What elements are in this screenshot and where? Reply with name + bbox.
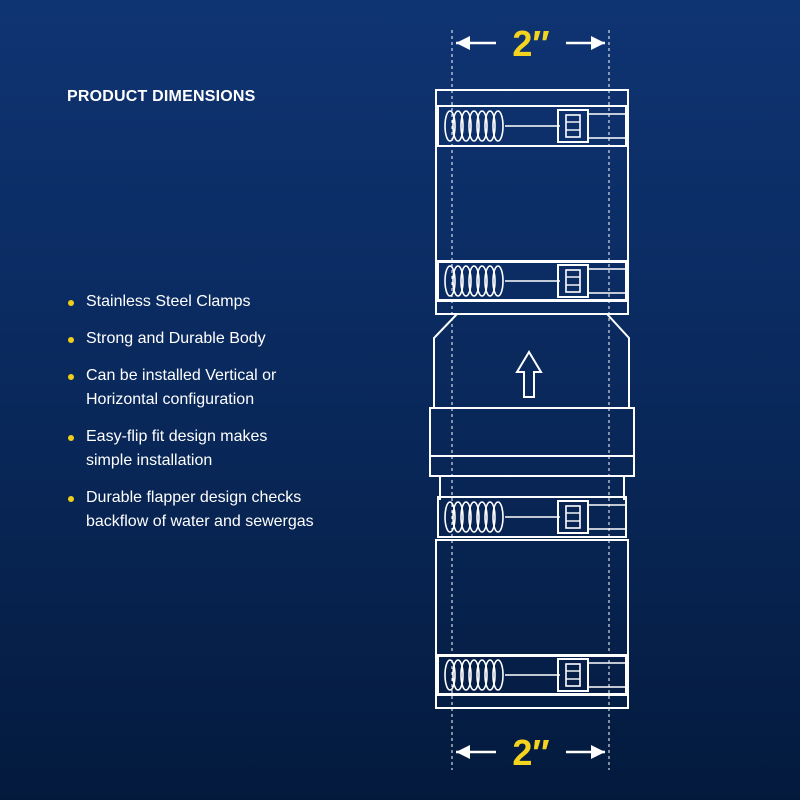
lower-clamp-bottom <box>437 654 627 696</box>
lower-coupling <box>435 539 629 709</box>
top-dimension-label: 2″ <box>512 23 549 64</box>
valve-body <box>429 313 635 500</box>
page-title: PRODUCT DIMENSIONS <box>67 88 256 105</box>
feature-text-continued: backflow of water and sewergas <box>86 513 314 530</box>
feature-item: Can be installed Vertical or Horizontal … <box>66 364 366 412</box>
dimension-arrow-icon <box>456 36 605 50</box>
feature-text: Durable flapper design checks <box>86 489 302 506</box>
bullet-dot-icon <box>68 435 74 441</box>
feature-item: Stainless Steel Clamps <box>66 290 366 314</box>
bullet-dot-icon <box>68 337 74 343</box>
feature-text: Can be installed Vertical or <box>86 367 277 384</box>
feature-text: Easy-flip fit design makes <box>86 428 268 445</box>
bullet-dot-icon <box>68 496 74 502</box>
upper-clamp-bottom <box>437 260 627 302</box>
feature-text-continued: Horizontal configuration <box>86 391 255 408</box>
feature-item: Strong and Durable Body <box>66 327 366 351</box>
feature-text: Strong and Durable Body <box>86 330 266 347</box>
bullet-dot-icon <box>68 374 74 380</box>
upper-clamp-top <box>437 105 627 147</box>
feature-list: Stainless Steel Clamps Strong and Durabl… <box>66 290 366 547</box>
feature-text: Stainless Steel Clamps <box>86 293 251 310</box>
feature-text-continued: simple installation <box>86 452 213 469</box>
dimension-arrow-icon <box>456 745 605 759</box>
bottom-dimension-label: 2″ <box>512 732 549 773</box>
lower-clamp-top <box>437 496 627 538</box>
bullet-dot-icon <box>68 300 74 306</box>
feature-item: Easy-flip fit design makes simple instal… <box>66 425 366 473</box>
feature-item: Durable flapper design checks backflow o… <box>66 486 366 534</box>
flow-direction-arrow-icon <box>515 350 543 398</box>
